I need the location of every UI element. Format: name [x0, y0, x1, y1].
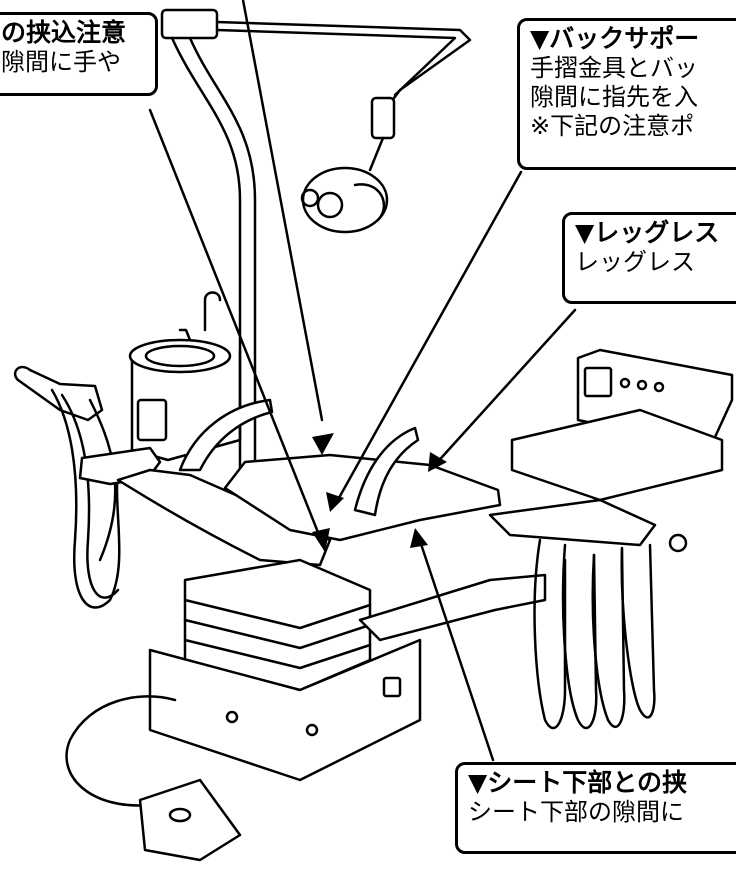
arrow-leg — [428, 452, 447, 472]
leader-leg — [431, 308, 577, 469]
leader-pole — [241, 0, 324, 422]
callout-leg-title: ▼レッグレス — [575, 218, 720, 247]
leader-back — [333, 170, 523, 507]
assistant-holder — [13, 365, 122, 609]
callout-top-left-title: の挟込注意 — [1, 18, 127, 47]
leader-top-left — [148, 108, 327, 552]
instrument-unit — [488, 348, 734, 730]
foot-controller — [65, 695, 242, 862]
arrow-seat — [410, 528, 428, 548]
cuspidor — [128, 291, 242, 462]
delivery-arm — [358, 573, 547, 642]
leader-lines — [148, 0, 577, 762]
callout-leg-rest: ▼レッグレス レッグレス — [562, 212, 736, 304]
arrow-top-left — [312, 528, 330, 552]
arm-support-left — [178, 398, 274, 472]
arrow-back — [326, 492, 344, 512]
callout-seat-line-1: シート下部の隙間に — [468, 798, 684, 826]
callout-back-support: ▼バックサポー 手摺金具とバッ 隙間に指先を入 ※下記の注意ポ — [517, 18, 736, 170]
light-pole — [170, 36, 257, 482]
callout-back-title: ▼バックサポー — [530, 24, 700, 53]
dental-light — [160, 8, 472, 234]
callout-back-line-1: 手摺金具とバッ — [530, 54, 698, 82]
callout-back-line-2: 隙間に指先を入 — [530, 83, 698, 111]
callout-seat-title: ▼シート下部との挟 — [468, 768, 687, 797]
arm-support-right — [353, 426, 420, 517]
callout-back-line-3: ※下記の注意ポ — [530, 112, 695, 140]
callout-top-left-line-1: 隙間に手や — [1, 48, 121, 76]
callout-top-left: の挟込注意 隙間に手や — [0, 12, 158, 96]
arrow-pole — [312, 433, 334, 455]
chair-base — [148, 558, 422, 782]
callout-seat-lower: ▼シート下部との挟 シート下部の隙間に — [455, 762, 736, 854]
leader-seat — [416, 533, 495, 762]
arrow-heads — [312, 433, 447, 552]
callout-leg-line-1: レッグレス — [575, 248, 695, 276]
